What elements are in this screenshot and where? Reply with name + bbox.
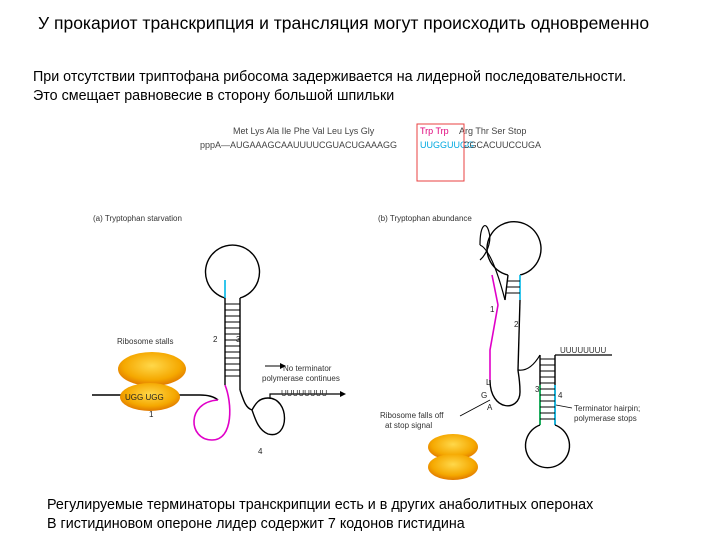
aa-sequence-before: Met Lys Ala Ile Phe Val Leu Lys Gly [233,126,375,136]
panel-b-ribosome-large-subunit [428,434,478,460]
panel-a-region-4-loop [251,397,286,436]
panel-b-letter-l: L [486,378,491,387]
panel-a-u-stretch: UUUUUUUU [281,389,327,398]
panel-a-stem-base-pairs [225,303,240,377]
panel-b-stem-1-2-pairs [506,280,520,294]
panel-b-ribosome-small-subunit [428,454,478,480]
panel-a-polymerase-continues-label: polymerase continues [262,374,340,383]
panel-a-region-1-label: 1 [149,410,154,419]
panel-a-mrna-strand [92,394,219,401]
panel-a-tail [269,393,342,398]
panel-a-ribosome-stalls-label: Ribosome stalls [117,337,173,346]
panel-b-stop-signal-label: at stop signal [385,421,432,430]
panel-b-ribosome-falls-label: Ribosome falls off [380,411,444,420]
aa-trp-codons: Trp Trp [420,126,449,136]
panel-b-u-stretch: UUUUUUUU [560,346,606,355]
panel-b-top-loop [486,221,542,276]
rna-trp-codons: UUGGUUGG [420,140,474,150]
panel-a-ribosome-site: UGG UGG [125,393,164,402]
footer-text: Регулируемые терминаторы транскрипции ес… [47,496,593,534]
panel-b-terminator-loop [524,424,571,469]
panel-b-leader-hook [479,224,491,261]
panel-b-terminator-pointer [555,404,573,409]
rna-sequence-before: pppA—AUGAAAGCAAUUUUCGUACUGAAAGG [200,140,397,150]
panel-b-terminator-label: Terminator hairpin; [574,404,640,413]
panel-b-region-2-label: 2 [514,320,519,329]
panel-a-ribosome-small-subunit [120,383,180,411]
panel-a-region-4-label: 4 [258,447,263,456]
footer-line-1: Регулируемые терминаторы транскрипции ес… [47,497,594,513]
intro-line-1: При отсутствии триптофана рибосома задер… [33,69,627,85]
panel-a-region-2-label: 2 [213,335,218,344]
panel-b-label: (b) Tryptophan abundance [378,214,472,223]
panel-b-region-1-magenta [491,274,499,306]
panel-b-connector-3 [517,354,541,371]
panel-b-falls-pointer [459,399,491,417]
panel-a-label: (a) Tryptophan starvation [93,214,182,223]
rna-sequence-after: CGCACUUCCUGA [463,140,541,150]
panel-b-region-3-label: 3 [535,385,540,394]
panel-b-region-1-connector [479,244,506,301]
panel-b-letter-g: G [481,391,487,400]
panel-a-arrowhead [280,363,286,369]
panel-a-tryptophan-starvation: (a) Tryptophan starvation 2 3 [92,214,346,456]
leader-sequence: Met Lys Ala Ile Phe Val Leu Lys Gly Trp … [200,123,541,182]
panel-b-terminator-pairs [540,358,555,420]
panel-b-letter-a: A [487,403,493,412]
panel-a-region-3-label: 3 [236,335,241,344]
panel-b-tryptophan-abundance: (b) Tryptophan abundance 1 2 L G A [378,214,640,480]
aa-sequence-after: Arg Thr Ser Stop [459,126,526,136]
panel-b-region-2-strand [517,299,521,371]
panel-a-ribosome-large-subunit [118,352,186,386]
panel-b-region-1-label: 1 [490,305,495,314]
panel-a-direction-arrow [340,391,346,397]
panel-a-antiterminator-loop [204,244,261,299]
intro-line-2: Это смещает равновесие в сторону большой… [33,88,395,104]
footer-line-2: В гистидиновом опероне лидер содержит 7 … [47,516,465,532]
panel-a-region-1-loop [193,384,231,441]
panel-b-region-4-label: 4 [558,391,563,400]
panel-a-connector [239,389,253,411]
trp-codon-highlight-box [416,123,465,182]
panel-b-magenta-strand [489,304,499,380]
intro-text: При отсутствии триптофана рибосома задер… [33,68,626,106]
panel-b-small-loop [489,369,521,407]
panel-b-polymerase-stops-label: polymerase stops [574,414,637,423]
panel-a-no-terminator-label: No terminator [283,364,332,373]
slide-title: У прокариот транскрипция и трансляция мо… [38,13,650,33]
